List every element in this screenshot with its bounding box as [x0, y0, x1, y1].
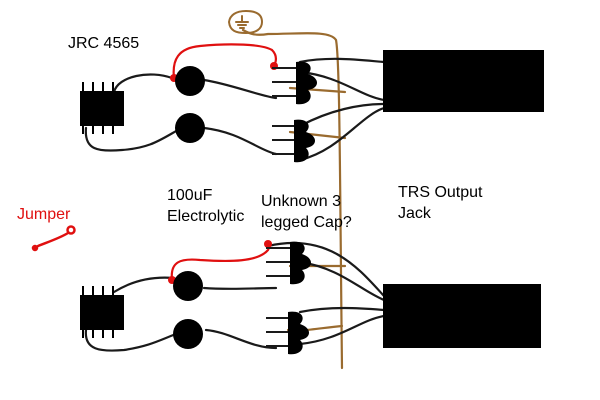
trs-label-line2: Jack: [398, 205, 431, 222]
trs-jack-icon: [383, 50, 544, 112]
capacitor-label-line2: Electrolytic: [167, 208, 245, 225]
ic-chip-icon: [80, 82, 124, 134]
unknown-cap-label-line1: Unknown 3: [261, 193, 342, 210]
three-leg-capacitor-icon: [266, 241, 311, 285]
trs-jack-icon: [383, 284, 541, 348]
black-wires: [84, 57, 386, 352]
jumper-wire-icon: [31, 225, 76, 252]
three-leg-capacitor-icon: [272, 61, 317, 105]
jumper-label: Jumper: [17, 206, 71, 223]
ground-icon: [227, 9, 264, 35]
electrolytic-capacitor-icon: [175, 66, 205, 143]
trs-label-line1: TRS Output: [398, 184, 483, 201]
ic-chip-icon: [80, 286, 124, 338]
unknown-cap-label-line2: legged Cap?: [261, 214, 352, 231]
capacitor-label-line1: 100uF: [167, 187, 213, 204]
electrolytic-capacitor-icon: [173, 271, 203, 349]
three-leg-capacitor-icon: [272, 119, 315, 163]
chip-label: JRC 4565: [68, 35, 140, 52]
three-leg-capacitor-icon: [266, 311, 309, 355]
